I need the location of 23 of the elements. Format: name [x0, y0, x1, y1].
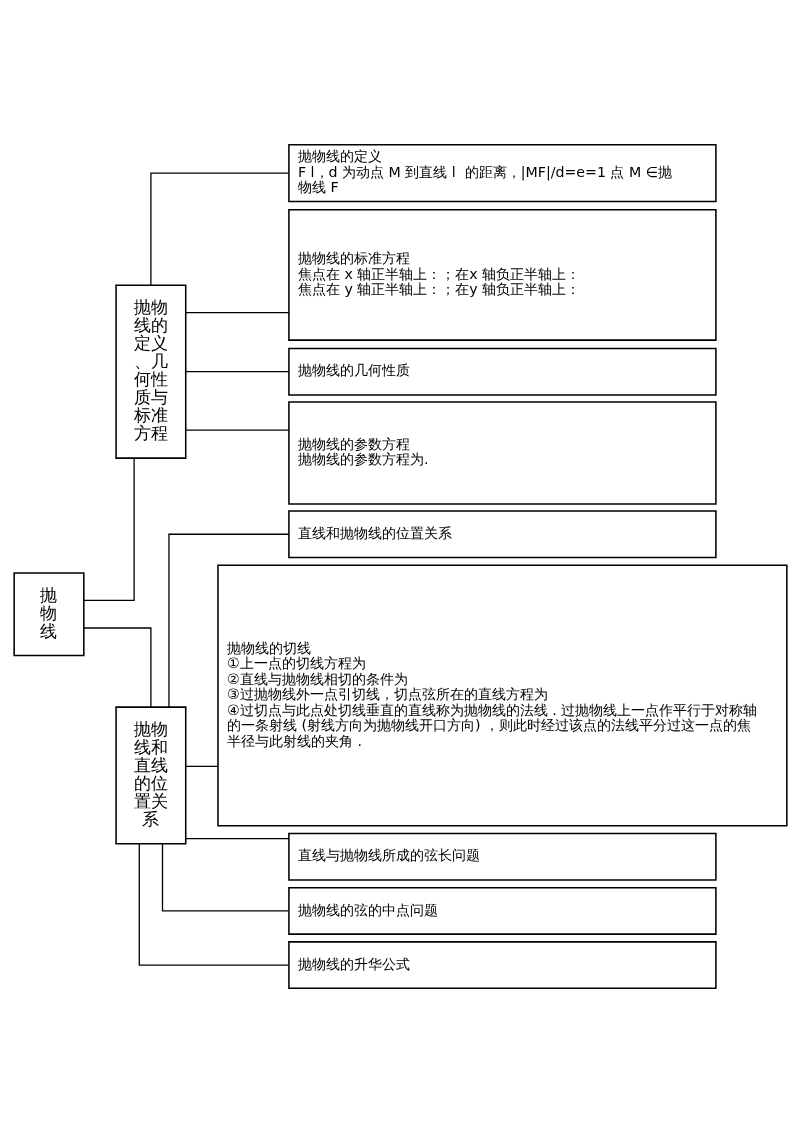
- node-box: 抛物线的弦的中点问题: [287, 886, 717, 935]
- node-box: 抛物线和直线的位置关系: [114, 705, 186, 845]
- connector: [184, 311, 290, 313]
- connector: [138, 842, 289, 966]
- node-box: 抛物线的升华公式: [287, 940, 717, 989]
- connector: [82, 457, 135, 601]
- node-box: 抛物线的标准方程 焦点在 x 轴正半轴上：；在x 轴负正半轴上： 焦点在 y 轴正半轴上：；在y 轴负正半轴上：: [287, 208, 717, 341]
- node-box: 抛物线的切线 ①上一点的切线方程为 ②直线与抛物线相切的条件为 ③过抛物线外一点引切线，切点弦所在的直线方程为 ④过切点与此点处切线垂直的直线称为抛物线的法线 . 过抛物线上一点作平行于对称轴的一条射线 (射线方向为抛物线开口方向) ，则此时经过该点的法线平分过这一点的焦半径与此射线的夹角 .: [216, 563, 788, 827]
- connector: [184, 765, 219, 767]
- connector: [184, 370, 290, 372]
- node-box: 直线与抛物线所成的弦长问题: [287, 832, 717, 881]
- node-box: 抛物线的定义 F l，d 为动点 M 到直线 l 的距离，|MF|/d=e=1 点 M ∈抛物线 F: [287, 143, 717, 202]
- connector: [149, 171, 289, 286]
- connector: [184, 428, 290, 431]
- connector: [82, 626, 152, 708]
- node-box: 抛物线的定义、几何性质与标准方程: [114, 284, 186, 459]
- connector: [184, 837, 290, 839]
- node-box: 抛物线: [12, 571, 85, 656]
- node-box: 抛物线的几何性质: [287, 347, 717, 396]
- node-box: 直线和抛物线的位置关系: [287, 509, 717, 558]
- connector: [161, 842, 289, 912]
- node-box: 抛物线的参数方程 抛物线的参数方程为.: [287, 400, 717, 505]
- connector: [167, 533, 289, 708]
